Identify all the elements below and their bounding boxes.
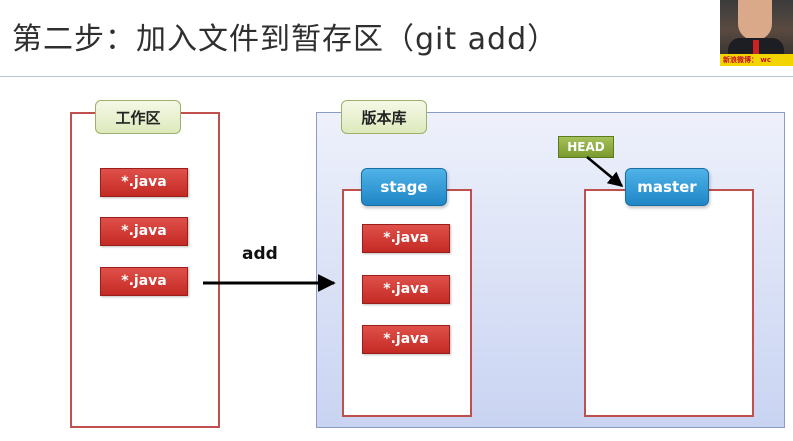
title-bar: 第二步：加入文件到暂存区（git add） 新浪微博： wc: [0, 0, 793, 77]
workspace-label: 工作区: [95, 100, 181, 134]
add-arrow-label: add: [242, 244, 278, 264]
stage-file-2: *.java: [362, 275, 450, 304]
stage-file-3: *.java: [362, 325, 450, 354]
webcam-thumbnail: 新浪微博： wc: [720, 0, 793, 66]
stage-label: stage: [361, 168, 447, 206]
workspace-file-1: *.java: [100, 168, 188, 197]
weibo-caption: 新浪微博： wc: [720, 54, 793, 66]
head-pointer-label: HEAD: [558, 136, 614, 158]
workspace-file-3: *.java: [100, 267, 188, 296]
slide-title: 第二步：加入文件到暂存区（git add）: [12, 22, 559, 57]
repository-label: 版本库: [341, 100, 427, 134]
master-box: [584, 189, 754, 417]
workspace-file-2: *.java: [100, 217, 188, 246]
stage-file-1: *.java: [362, 224, 450, 253]
master-branch-label: master: [625, 168, 709, 206]
presenter-face: [738, 0, 772, 40]
presenter-tie: [753, 40, 759, 58]
